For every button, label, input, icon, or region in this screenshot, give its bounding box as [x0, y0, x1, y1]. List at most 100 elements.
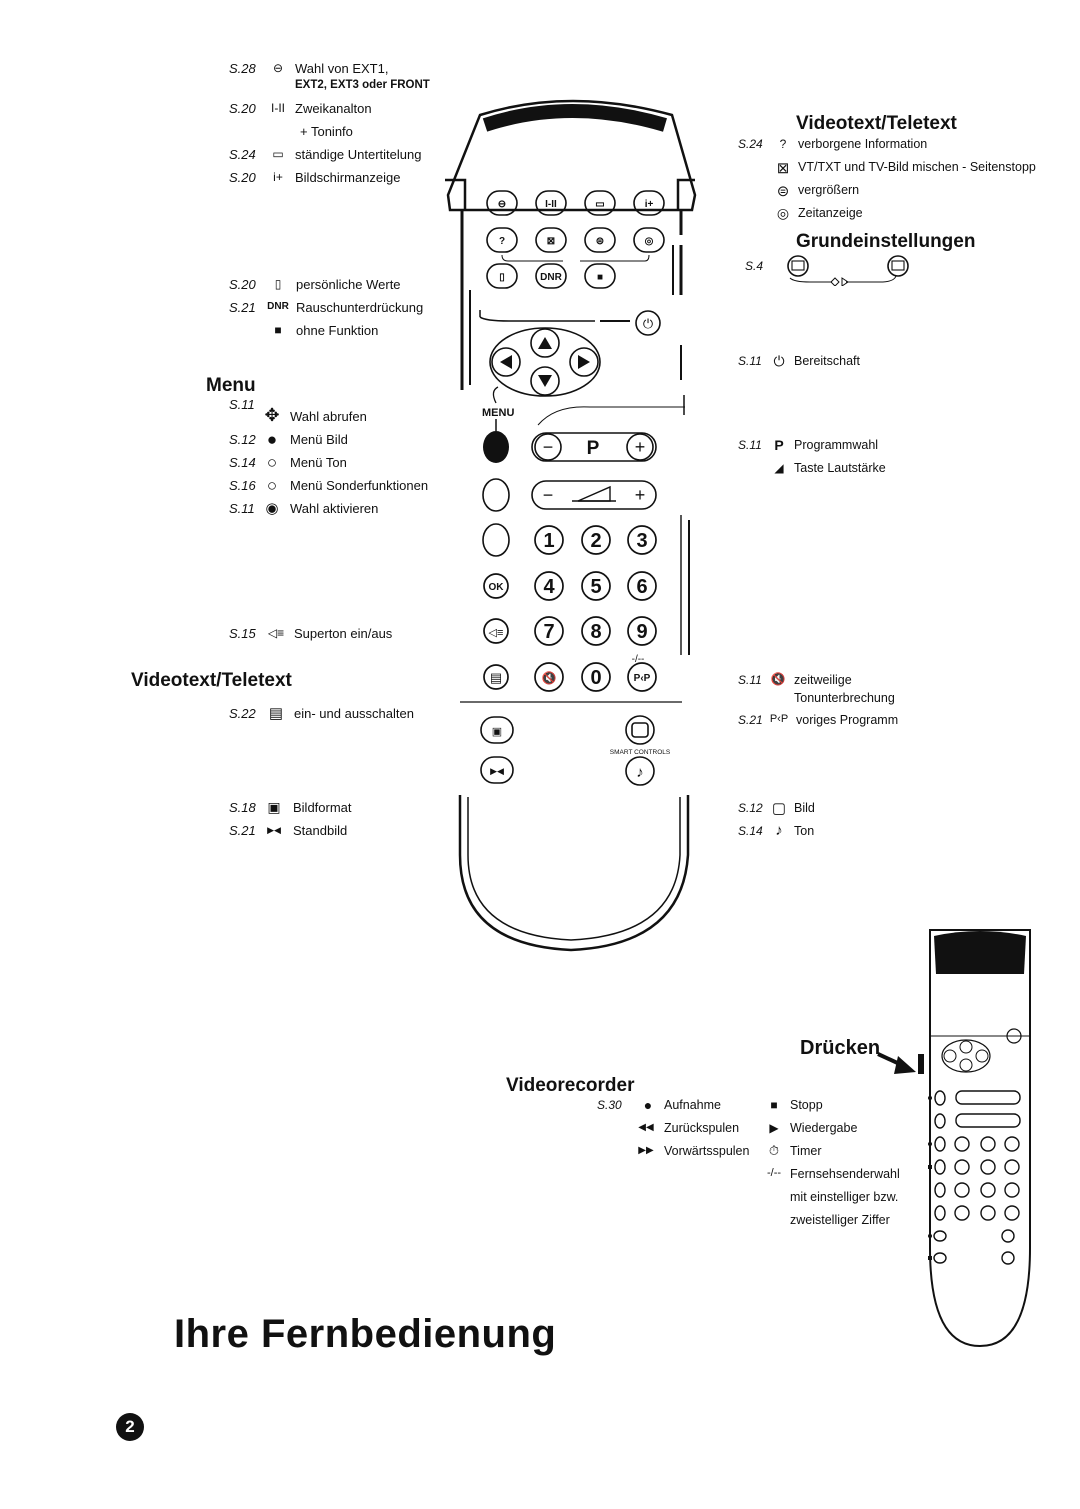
record-icon: ● [643, 1097, 653, 1113]
svg-text:▯: ▯ [499, 272, 505, 283]
fast-forward-icon: ▶▶ [638, 1145, 654, 1156]
label: Aufnahme [664, 1098, 721, 1112]
digit-3-label: 3 [636, 530, 647, 552]
label: Zurückspulen [664, 1121, 740, 1135]
page-number-badge: 2 [116, 1413, 144, 1441]
svg-text:⏻: ⏻ [643, 316, 653, 331]
label: Ton [794, 824, 815, 838]
svg-text:◎: ◎ [645, 236, 654, 247]
page-ref: S.12 [229, 432, 256, 447]
page-ref: S.20 [229, 101, 256, 116]
page-ref: S.20 [229, 170, 256, 185]
svg-text:⊠: ⊠ [547, 236, 555, 247]
label: Vorwärtsspulen [664, 1144, 750, 1158]
info-icon: i+ [273, 170, 283, 184]
label: Menü Bild [290, 432, 348, 447]
page-ref: S.11 [738, 438, 762, 452]
dnr-button-label: DNR [540, 272, 562, 283]
label: + Toninfo [300, 124, 353, 139]
label: ein- und ausschalten [294, 706, 414, 721]
play-icon: ▶ [769, 1121, 779, 1135]
small-remote-illustration [918, 929, 1031, 1348]
label: Menü Sonderfunktionen [290, 478, 429, 493]
ok-activate-icon: ◉ [265, 500, 279, 517]
rewind-icon: ◀◀ [638, 1122, 654, 1133]
label: Taste Lautstärke [794, 461, 886, 475]
label: Standbild [293, 823, 348, 838]
label: Wahl von EXT1, [295, 61, 389, 76]
page-ref: S.22 [229, 706, 256, 721]
digit-7-label: 7 [543, 621, 554, 643]
mute-icon: 🔇 [770, 672, 786, 686]
label: Wahl aktivieren [290, 501, 379, 516]
page-ref: S.14 [738, 824, 763, 838]
personal-preset-icon: ▯ [274, 277, 282, 291]
label: vergrößern [798, 183, 860, 197]
page-ref: S.4 [745, 259, 764, 273]
menu-label: MENU [482, 407, 514, 419]
svg-text:◁≡: ◁≡ [489, 627, 504, 639]
svg-text:+: + [635, 485, 646, 505]
picture-format-icon: ▣ [267, 799, 281, 815]
menu-heading: Menu [206, 375, 256, 396]
page-ref: S.11 [229, 501, 255, 516]
label: zweistelliger Ziffer [790, 1213, 890, 1227]
page-ref: S.21 [229, 823, 256, 838]
page-ref: S.11 [738, 673, 762, 687]
press-arrow-icon [877, 1052, 916, 1074]
ok-key-label: OK [489, 582, 505, 593]
digit-1-label: 1 [543, 530, 554, 552]
svg-text:I-II: I-II [545, 199, 557, 210]
menu-sound-icon: ○ [266, 453, 278, 472]
label: Bereitschaft [794, 354, 861, 368]
page-ref: S.15 [229, 626, 256, 641]
press-label: Drücken [800, 1037, 881, 1059]
digit-6-label: 6 [636, 576, 647, 598]
label: verborgene Information [798, 137, 928, 151]
dash-key-label: -/-- [632, 654, 645, 665]
label: Timer [790, 1144, 822, 1158]
page-ref: S.18 [229, 800, 256, 815]
page-ref: S.12 [738, 801, 763, 815]
page-ref: S.14 [229, 455, 256, 470]
page-ref: S.20 [229, 277, 256, 292]
svg-text:i+: i+ [645, 199, 654, 210]
remote-control-illustration: ⊖I-II▭i+ ?⊠⊜◎ ▯ DNR ■ ⏻ MENU − + P − + [445, 99, 697, 952]
program-icon: P [774, 437, 784, 453]
dual-channel-icon: I-II [271, 101, 285, 115]
label: Rauschunterdrückung [296, 300, 424, 315]
label: Superton ein/aus [294, 626, 393, 641]
volume-icon: ◢ [774, 461, 784, 475]
menu-picture-icon: ● [266, 430, 278, 449]
label: voriges Programm [796, 713, 899, 727]
label: Wiedergabe [790, 1121, 858, 1135]
page-ref: S.28 [229, 61, 256, 76]
reveal-icon: ? [779, 137, 787, 151]
settings-button-combo-diagram [787, 255, 909, 286]
svg-text:−: − [543, 437, 554, 457]
page-ref: S.21 [738, 713, 763, 727]
superton-icon: ◁≡ [267, 626, 285, 640]
svg-text:▶◀: ▶◀ [490, 766, 504, 776]
standby-icon: ⏻ [773, 353, 785, 369]
previous-program-icon: P‹P [769, 713, 789, 725]
label: Zweikanalton [295, 101, 372, 116]
subtitle-icon: ▭ [272, 147, 284, 161]
label: Bildschirmanzeige [295, 170, 401, 185]
digit-4-label: 4 [543, 576, 555, 598]
settings-heading: Grundeinstellungen [796, 231, 976, 252]
dnr-icon: DNR [267, 301, 289, 312]
page-ref: S.24 [738, 137, 763, 151]
mix-icon: ⊠ [776, 160, 790, 177]
teletext-icon: ▤ [268, 705, 284, 722]
menu-features-icon: ○ [266, 476, 278, 495]
page-ref: S.24 [229, 147, 256, 162]
timer-icon: ⏱ [768, 1143, 780, 1158]
smart-controls-label: SMART CONTROLS [610, 749, 671, 756]
page-ref: S.30 [597, 1098, 622, 1112]
svg-text:−: − [543, 485, 554, 505]
svg-text:?: ? [499, 236, 505, 247]
label: Zeitanzeige [798, 206, 863, 220]
label: Tonunterbrechung [794, 691, 895, 705]
page-ref: S.21 [229, 300, 256, 315]
